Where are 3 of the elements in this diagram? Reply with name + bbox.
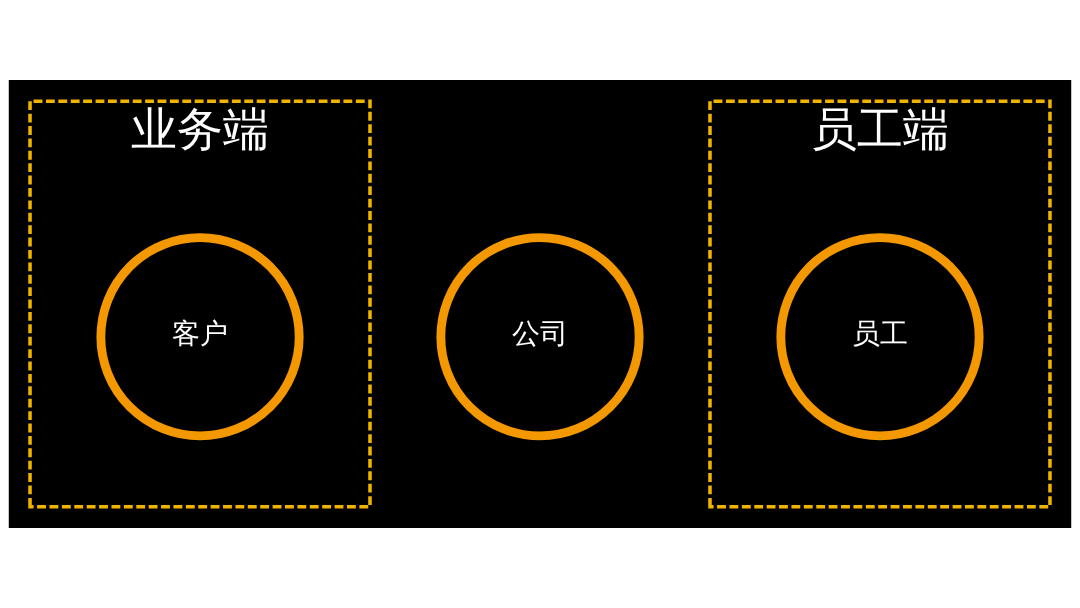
node-circle: 员工 bbox=[776, 233, 984, 441]
node-circle: 客户 bbox=[96, 233, 304, 441]
node-circle: 公司 bbox=[436, 233, 644, 441]
